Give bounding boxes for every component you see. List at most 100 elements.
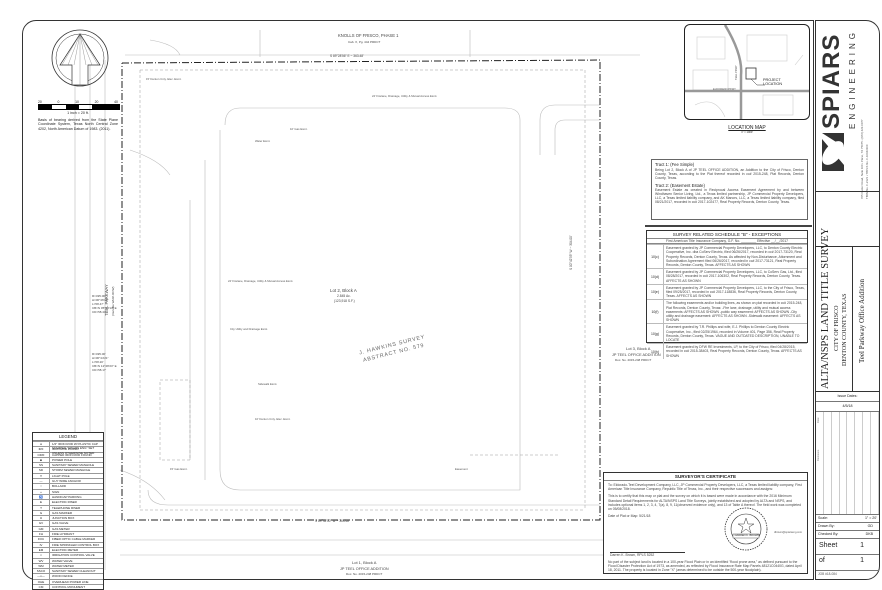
legend-text: STORM SEWER MANHOLE: [52, 468, 91, 473]
legend-text: POWER POLE: [52, 457, 73, 462]
svg-text:15' Gas Esmt.: 15' Gas Esmt.: [170, 467, 188, 471]
legend-symbol: —: [33, 479, 50, 484]
job-number: JOB #18-084: [818, 572, 837, 576]
legend-text: HANDICAP PARKING: [52, 494, 82, 499]
county: DENTON COUNTY, TEXAS: [842, 293, 848, 366]
scale-text: 1 inch = 20 ft.: [67, 111, 89, 115]
legend-symbol: IV: [33, 542, 50, 547]
basis-of-bearing: Basis of bearing derived from the State …: [38, 118, 118, 131]
legend-symbol: ✦: [33, 473, 50, 479]
legend-symbol: FOC: [33, 537, 50, 542]
scale-row: Scale:1" = 20': [818, 516, 877, 520]
legend-text: SIGN: [52, 489, 60, 494]
exception-key: 10(g): [647, 324, 664, 344]
legend-text: GAS VALVE: [52, 521, 69, 526]
adjacent-linework: [74, 30, 640, 570]
legend-symbol: T: [33, 505, 50, 510]
exception-text: Easement granted by JP Commercial Proper…: [666, 285, 805, 299]
project-location-label: PROJECT LOCATION: [763, 78, 783, 87]
svg-text:CD=58.17': CD=58.17': [92, 368, 107, 372]
south-adjoiner: Lot 1, Block A: [352, 560, 377, 565]
city: CITY OF FRISCO: [834, 305, 840, 351]
svg-text:TEEL PKWY: TEEL PKWY: [734, 65, 738, 80]
curve-data-2: R=495.00' Δ=06°44'21" L=58.20' CB=N 12°2…: [92, 352, 117, 372]
legend-symbol: GM: [33, 526, 50, 532]
surveyor-seal: [724, 507, 768, 551]
legend-text: FIBER OPTIC CABLE MARKER: [52, 537, 96, 542]
title-block: SPIARS ENGINEERING 765 Custer Road, Suit…: [815, 20, 880, 580]
east-adjoiner: Lot 3, Block A: [626, 346, 651, 351]
signature-line: [610, 552, 685, 553]
legend-symbol: +: [33, 489, 50, 494]
legend-symbol: GV: [33, 521, 50, 526]
legend-row: ●1/2" IRON ROD W/ PLASTIC CAP STAMPED "S…: [33, 441, 103, 455]
svg-text:15' Denton Cnty. Elec. Esmt.: 15' Denton Cnty. Elec. Esmt.: [146, 77, 182, 81]
legend-text: FIRE HYDRANT: [52, 532, 75, 537]
legend-symbol: ●: [33, 442, 50, 447]
legend-symbol: —x—: [33, 574, 50, 579]
north-bearing: S 89°28'56" E ~ 363.48': [330, 54, 364, 58]
exception-text: Easement granted by DFW RE Investments, …: [666, 345, 802, 358]
exception-text: Easement granted by JP Commercial Proper…: [666, 270, 802, 283]
exception-text: The following easements and/or building …: [666, 301, 803, 323]
location-map-title: LOCATION MAP: [728, 125, 766, 131]
legend-symbol: FH: [33, 532, 50, 537]
checked-by-row: Checked By:DKB: [818, 532, 873, 536]
legend-text: WOOD FENCE: [52, 574, 73, 579]
legend-symbol: ■: [33, 457, 50, 463]
project-name: Teel Parkway Office Addition: [858, 279, 866, 363]
legend-symbol: IRF: [33, 447, 50, 452]
exception-key: 10(d): [647, 269, 664, 284]
legend-row: ○BOLLARD: [33, 483, 103, 489]
legend-symbol: E: [33, 500, 50, 505]
tract-descriptions: Tract 1: (Fee Simple) Being Lot 2, Block…: [651, 159, 808, 220]
legend-symbol: G: [33, 510, 50, 516]
legend-symbol: WV: [33, 558, 50, 563]
legend-text: IRON ROD FOUND: [52, 447, 79, 452]
legend-symbol: ♿: [33, 494, 50, 500]
legend-row: +SIGN: [33, 488, 103, 494]
svg-text:Sidewalk Esmt.: Sidewalk Esmt.: [258, 382, 277, 386]
svg-text:Doc. No. 2015-248 PRDCT: Doc. No. 2015-248 PRDCT: [615, 358, 652, 362]
legend-text: ELECTRIC RISER: [52, 500, 77, 505]
legend-symbol: ○: [33, 484, 50, 489]
flood-statement: No part of the subject land is located i…: [608, 560, 802, 573]
firm-logo-text: SPIARS: [818, 33, 845, 129]
legend-text: ELECTRIC METER: [52, 547, 79, 552]
svg-text:R=495.00': R=495.00': [92, 352, 106, 356]
svg-text:JP TEEL OFFICE ADDITION: JP TEEL OFFICE ADDITION: [340, 567, 389, 571]
svg-text:(123,918 S.F.): (123,918 S.F.): [334, 299, 355, 303]
exception-row: 10(f)The following easements and/or buil…: [647, 299, 807, 324]
exception-key: 10(e): [647, 284, 664, 300]
svg-text:24' Firelane, Drainage, Utilit: 24' Firelane, Drainage, Utility & Mutual…: [228, 279, 293, 283]
legend-text: OVERHEAD POWER LINE: [52, 579, 89, 584]
project-location-marker: [745, 67, 757, 80]
svg-text:L=58.47': L=58.47': [92, 302, 104, 306]
east-bearing: S 00°42'55" W ~ 304.00': [569, 235, 573, 270]
exception-text: Easement granted by JP Commercial Proper…: [666, 246, 803, 268]
legend-text: WATER METER: [52, 563, 74, 568]
svg-text:24' Firelane, Drainage, Utilit: 24' Firelane, Drainage, Utility & Mutual…: [372, 94, 437, 98]
legend-symbol: SD: [33, 468, 50, 473]
legend-text: CONTROL MONUMENT: [52, 585, 86, 590]
legend-row: ■POWER POLE: [33, 456, 103, 463]
lot-label: Lot 2, Block A: [330, 288, 357, 293]
svg-text:CB=N 05°33'13" E: CB=N 05°33'13" E: [92, 306, 117, 310]
legend-row: ✦LIGHT POLE: [33, 472, 103, 479]
legend-symbol: WM: [33, 563, 50, 569]
surveyor-name: Darren K. Brown, RPLS 5252: [610, 553, 655, 557]
svg-text:L=58.20': L=58.20': [92, 360, 104, 364]
property-boundary: [121, 59, 601, 521]
legend-symbol: CIRF: [33, 452, 50, 457]
north-adjoiner: KNOLLS OF FRISCO, PHASE 1: [338, 33, 399, 38]
curve-data-1: R=495.00' Δ=06°46'06" L=58.47' CB=N 05°3…: [92, 294, 117, 314]
svg-text:Water Esmt.: Water Esmt.: [255, 139, 271, 143]
legend-symbol: SSCO: [33, 569, 50, 574]
